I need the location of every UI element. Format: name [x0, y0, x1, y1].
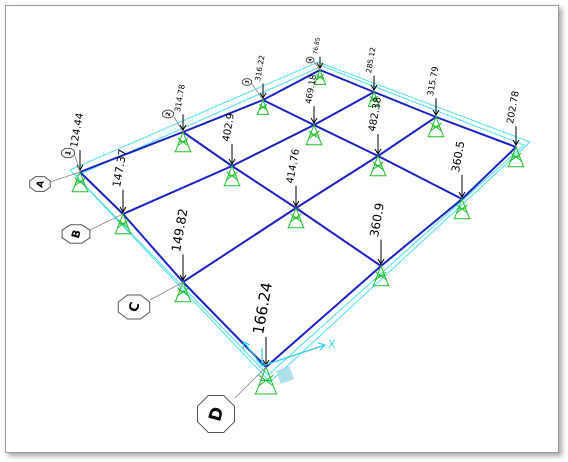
reaction-value-B3: 469.18: [304, 74, 319, 105]
reaction-value-C2: 414.76: [285, 148, 302, 184]
grid-label-1[interactable]: 1: [61, 147, 81, 173]
beam-grid: [79, 69, 517, 368]
x-axis-label: X: [328, 338, 336, 351]
support-B3[interactable]: [305, 123, 323, 146]
reaction-arrowhead-C4: [432, 109, 440, 116]
reaction-value-A4: 76.85: [312, 37, 322, 55]
reaction-value-C1: 149.82: [168, 207, 190, 253]
reaction-arrowhead-D4: [512, 139, 520, 146]
support-A3[interactable]: [256, 98, 270, 115]
support-C3[interactable]: [369, 154, 387, 177]
grid-label-text-A: A: [35, 180, 46, 189]
grid-label-text-B: B: [69, 228, 84, 239]
reaction-values: 124.44 147.37 149.82 166.24 314.78 402.9 414.7…: [69, 37, 522, 336]
support-B2[interactable]: [223, 164, 241, 187]
reaction-arrowhead-A2: [179, 124, 187, 131]
reaction-arrowhead-A4: [316, 62, 324, 69]
reaction-value-D2: 360.9: [367, 202, 387, 238]
reaction-arrowhead-B4: [370, 84, 378, 91]
grid-label-C[interactable]: C: [117, 281, 184, 320]
grid-label-text-3: 3: [244, 79, 251, 84]
reaction-arrowhead-A3: [259, 92, 267, 99]
beam-D2-D3[interactable]: [380, 198, 463, 267]
beam-B3-C3[interactable]: [313, 124, 379, 157]
grid-label-text-4: 4: [307, 58, 314, 63]
slab-edge-inner: [75, 65, 525, 376]
reaction-value-D1: 166.24: [249, 281, 276, 336]
beam-C2-C3[interactable]: [295, 155, 379, 209]
reaction-arrowhead-D2: [377, 258, 385, 265]
reaction-value-D3: 360.5: [449, 140, 467, 173]
grid-label-4[interactable]: 4: [305, 56, 321, 71]
beam-C3-D3[interactable]: [377, 155, 463, 200]
beam-B2-B3[interactable]: [231, 124, 315, 167]
support-B4[interactable]: [367, 90, 381, 107]
support-D1[interactable]: [254, 365, 278, 395]
reaction-value-B1: 147.37: [110, 148, 129, 188]
grid-label-3[interactable]: 3: [241, 78, 264, 101]
reaction-arrowhead-C1: [179, 274, 187, 281]
slab-edge-outer: [69, 61, 531, 383]
support-D2[interactable]: [372, 264, 390, 287]
grid-label-A[interactable]: A: [29, 171, 81, 192]
reaction-value-B4: 285.12: [364, 46, 377, 74]
reaction-arrowhead-B3: [310, 117, 318, 124]
beam-C2-D2[interactable]: [295, 207, 382, 267]
beam-B1-C1[interactable]: [122, 213, 184, 283]
beam-D1-D2[interactable]: [265, 265, 382, 368]
reaction-arrowhead-C3: [374, 148, 382, 155]
beam-C4-D4[interactable]: [435, 116, 517, 148]
grid-label-text-2: 2: [165, 111, 173, 117]
beam-C1-C2[interactable]: [182, 207, 297, 283]
beam-C3-C4[interactable]: [377, 116, 437, 157]
beam-B4-C4[interactable]: [373, 91, 437, 118]
beam-A3-A4[interactable]: [262, 69, 321, 101]
support-C2[interactable]: [287, 206, 305, 229]
reaction-value-A2: 314.78: [173, 84, 187, 113]
reaction-value-B2: 402.9: [221, 112, 237, 142]
reaction-arrowhead-B2: [228, 158, 236, 165]
beam-D3-D4[interactable]: [461, 146, 517, 200]
beam-A3-B3[interactable]: [262, 99, 315, 126]
beam-A2-A3[interactable]: [182, 99, 264, 133]
grid-label-B[interactable]: B: [61, 213, 124, 244]
axis-triad: X: [242, 338, 336, 384]
support-D4[interactable]: [507, 145, 525, 168]
grid-label-text-C: C: [127, 301, 144, 314]
beam-A4-B4[interactable]: [319, 69, 375, 93]
grid-label-2[interactable]: 2: [162, 109, 184, 133]
beam-B2-C2[interactable]: [231, 165, 297, 209]
reaction-value-C3: 482.38: [367, 96, 384, 132]
support-D3[interactable]: [453, 197, 471, 220]
reaction-value-D4: 202.78: [505, 90, 522, 125]
reaction-value-C4: 315.79: [426, 66, 441, 97]
grid-labels: 1 2 3 4A B C D: [29, 56, 321, 433]
beam-A2-B2[interactable]: [182, 131, 233, 167]
beam-A1-A2[interactable]: [79, 131, 184, 173]
grid-label-text-1: 1: [64, 150, 73, 157]
support-C1[interactable]: [174, 280, 192, 303]
reaction-arrows: [76, 56, 520, 366]
beam-B3-B4[interactable]: [313, 91, 375, 126]
reaction-arrowhead-C2: [292, 200, 300, 207]
beam-B1-B2[interactable]: [122, 165, 233, 215]
reaction-value-A3: 316.22: [253, 54, 266, 82]
slab-edge-lines: [69, 61, 531, 383]
grid-label-text-D: D: [205, 405, 228, 424]
grid-label-D[interactable]: D: [197, 366, 267, 433]
reaction-value-A1: 124.44: [69, 112, 86, 148]
reaction-arrowhead-D3: [458, 191, 466, 198]
support-C4[interactable]: [427, 115, 445, 138]
beam-A1-B1[interactable]: [79, 171, 124, 215]
reaction-arrowhead-B1: [119, 206, 127, 213]
